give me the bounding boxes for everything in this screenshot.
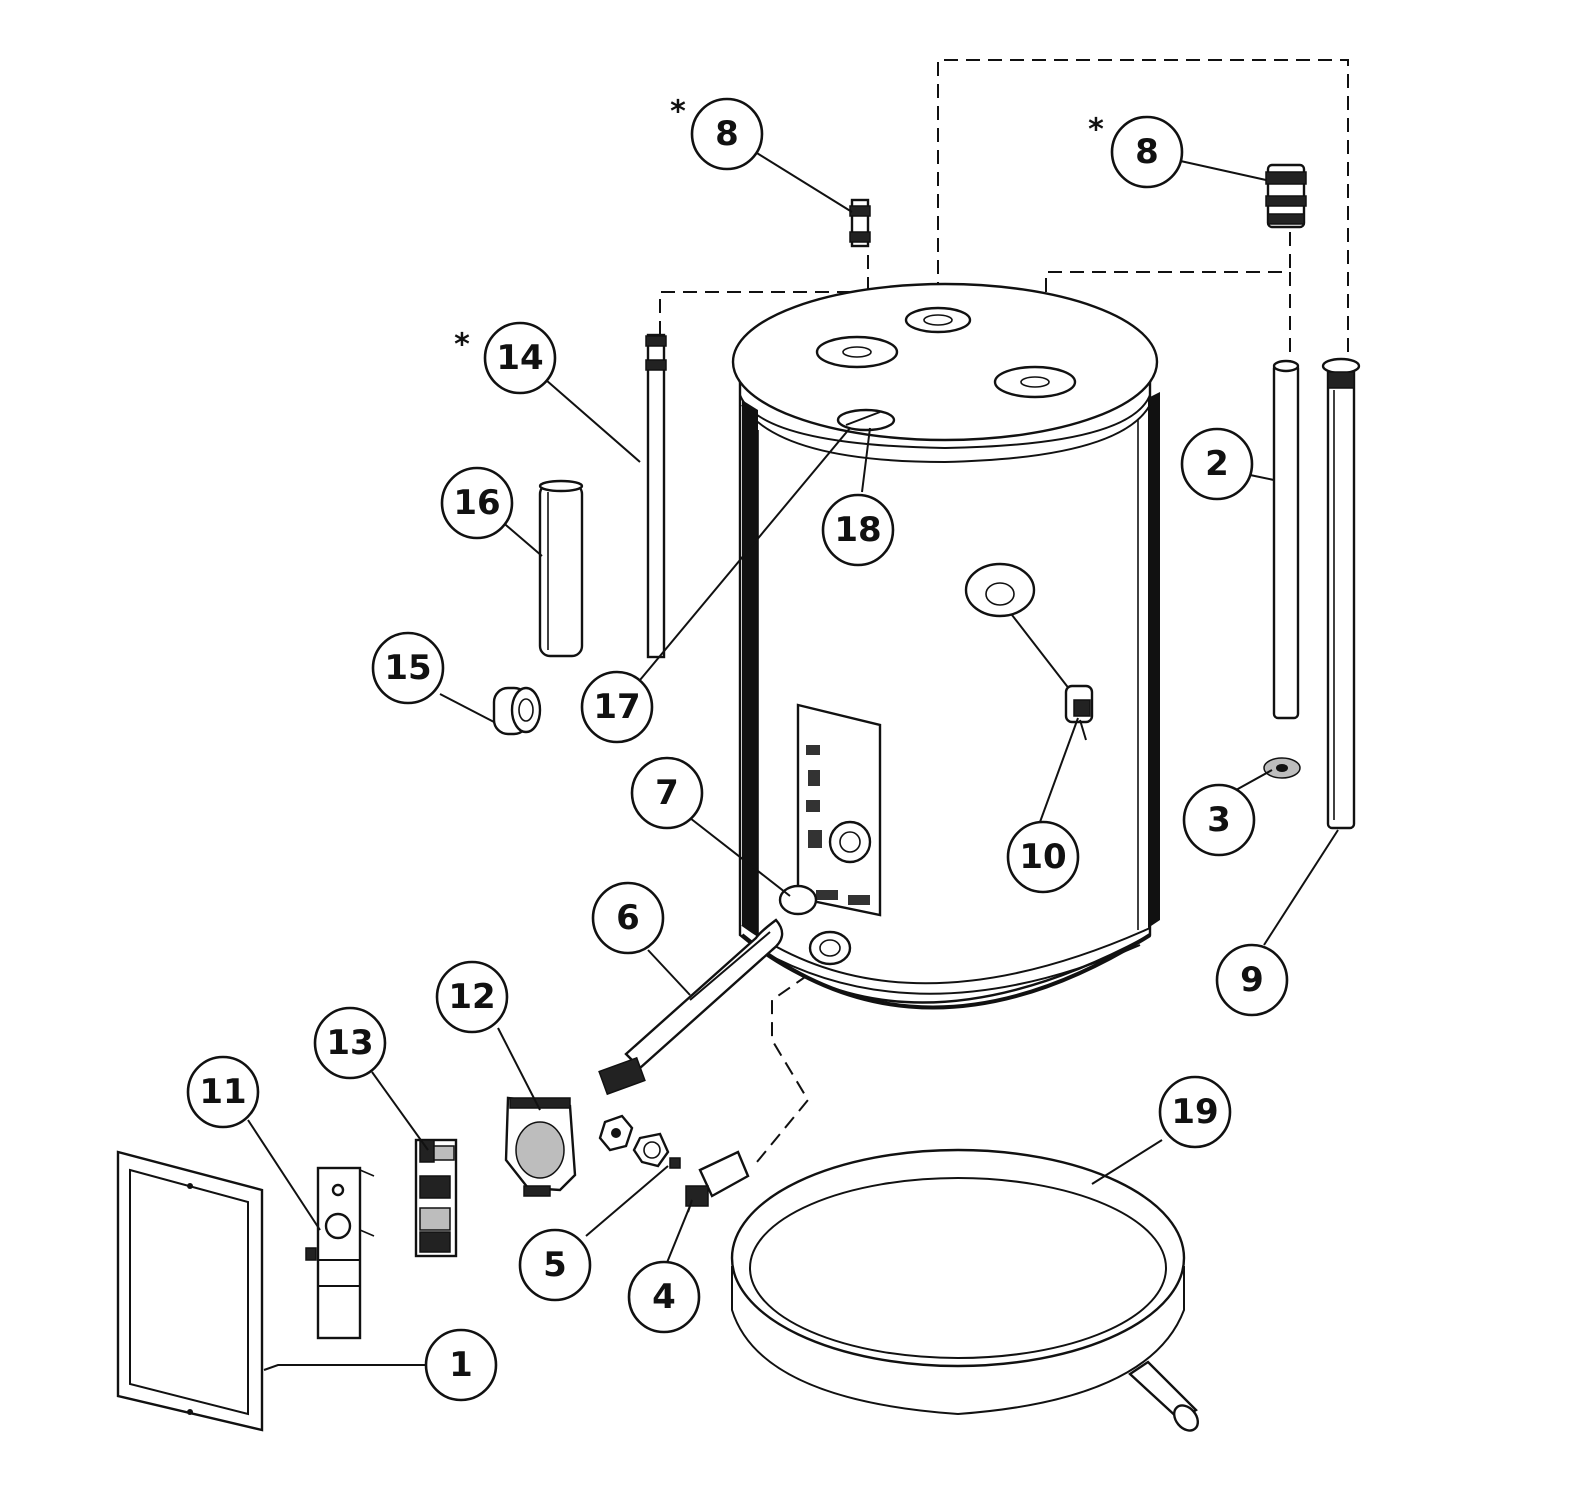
- asterisk: *: [454, 328, 470, 363]
- callout-label: 13: [326, 1023, 373, 1063]
- part-16-cylinder: [538, 479, 584, 658]
- part-3-washer: [1263, 757, 1301, 779]
- callout-9: 9: [1215, 943, 1289, 1017]
- asterisks: * * *: [454, 95, 1104, 363]
- callout-label: 15: [384, 648, 431, 688]
- part-11-bracket: [305, 1166, 375, 1340]
- callout-label: 3: [1207, 800, 1231, 840]
- part-12-bracket: [504, 1096, 577, 1197]
- callout-10: 10: [1006, 820, 1080, 894]
- callout-13: 13: [313, 1006, 387, 1080]
- callout-16: 16: [440, 466, 514, 540]
- asterisk: *: [670, 95, 686, 130]
- part-8-right-nipple: [1265, 163, 1307, 229]
- part-14-dip-tube: [645, 333, 667, 659]
- callout-15: 15: [371, 631, 445, 705]
- callout-label: 11: [199, 1072, 246, 1112]
- part-2-tube: [1272, 359, 1300, 720]
- callout-5: 5: [518, 1228, 592, 1302]
- callout-8-left: 8: [690, 97, 764, 171]
- callout-1: 1: [424, 1328, 498, 1402]
- callout-11: 11: [186, 1055, 260, 1129]
- part-1-access-cover: [116, 1150, 264, 1432]
- callout-label: 16: [453, 483, 500, 523]
- callout-label: 1: [449, 1345, 473, 1385]
- callout-label: 7: [655, 773, 679, 813]
- callouts: 8 8 14 16 2 18 15 17: [186, 97, 1289, 1402]
- callout-label: 19: [1171, 1092, 1218, 1132]
- part-8-left-nipple: [849, 198, 871, 248]
- part-9-anode-rod: [1321, 357, 1361, 830]
- callout-8-right: 8: [1110, 115, 1184, 189]
- callout-6: 6: [591, 881, 665, 955]
- part-15-cap: [492, 686, 542, 736]
- callout-label: 6: [616, 898, 640, 938]
- callout-label: 10: [1019, 837, 1066, 877]
- part-4-drain-valve: [685, 1150, 750, 1213]
- part-13-control-block: [414, 1138, 458, 1258]
- callout-label: 8: [715, 114, 739, 154]
- callout-label: 12: [448, 977, 495, 1017]
- callout-7: 7: [630, 756, 704, 830]
- callout-label: 14: [496, 338, 543, 378]
- callout-12: 12: [435, 960, 509, 1034]
- callout-3: 3: [1182, 783, 1256, 857]
- callout-label: 4: [652, 1277, 676, 1317]
- tank: [731, 282, 1160, 1010]
- part-6-heating-element: [598, 918, 784, 1096]
- callout-19: 19: [1158, 1075, 1232, 1149]
- part-5-gaskets: [598, 1114, 681, 1169]
- callout-label: 18: [834, 510, 881, 550]
- callout-18: 18: [821, 493, 895, 567]
- callout-4: 4: [627, 1260, 701, 1334]
- callout-17: 17: [580, 670, 654, 744]
- callout-label: 2: [1205, 444, 1229, 484]
- leader-lines: [247, 149, 1339, 1371]
- callout-2: 2: [1180, 427, 1254, 501]
- callout-label: 17: [593, 687, 640, 727]
- part-10-thermostat: [1011, 614, 1094, 741]
- callout-label: 9: [1240, 960, 1264, 1000]
- callout-label: 5: [543, 1245, 567, 1285]
- callout-14: 14: [483, 321, 557, 395]
- callout-label: 8: [1135, 132, 1159, 172]
- asterisk: *: [1088, 113, 1104, 148]
- part-19-drain-pan: [730, 1148, 1200, 1432]
